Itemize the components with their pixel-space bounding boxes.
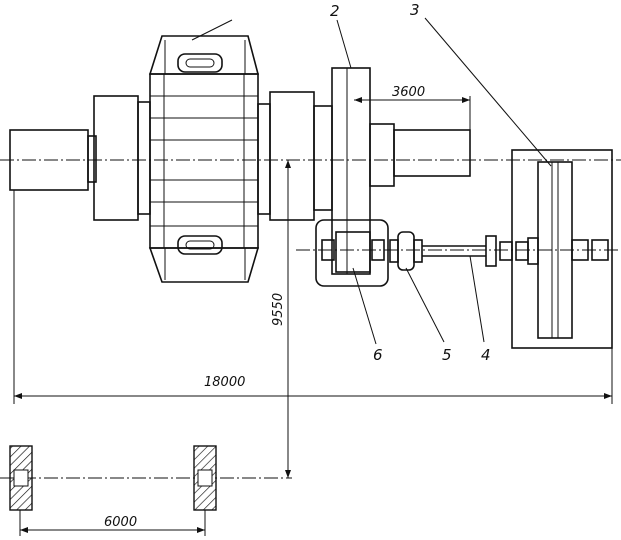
main-bearing xyxy=(257,91,333,221)
right-foundation-block xyxy=(193,445,217,511)
callout-4: 4 xyxy=(481,346,491,364)
dimension-9550-label: 9550 xyxy=(271,293,286,326)
dimension-18000 xyxy=(13,190,613,404)
callout-2: 2 xyxy=(330,2,340,20)
gearbox xyxy=(315,219,389,287)
callout-6: 6 xyxy=(373,346,383,364)
dimension-3600 xyxy=(354,96,471,130)
dimension-9550 xyxy=(285,160,291,478)
dimension-3600-label: 3600 xyxy=(392,85,425,100)
leader-4 xyxy=(469,255,485,343)
leader-3 xyxy=(424,17,552,167)
dimension-6000 xyxy=(19,510,206,536)
leader-2 xyxy=(336,19,352,69)
callout-5: 5 xyxy=(442,346,452,364)
exciter-block xyxy=(9,95,151,221)
dimension-6000-label: 6000 xyxy=(104,515,137,530)
left-foundation-block xyxy=(9,445,33,511)
leader-5 xyxy=(405,267,445,343)
callout-3: 3 xyxy=(410,1,420,19)
dimension-18000-label: 18000 xyxy=(204,375,245,390)
bottom-terminal-box xyxy=(177,235,223,255)
flywheel-unit xyxy=(511,149,613,349)
intermediate-shaft xyxy=(422,235,539,267)
top-terminal-box xyxy=(177,53,223,73)
coupling xyxy=(389,231,423,271)
leader-6 xyxy=(352,267,377,345)
